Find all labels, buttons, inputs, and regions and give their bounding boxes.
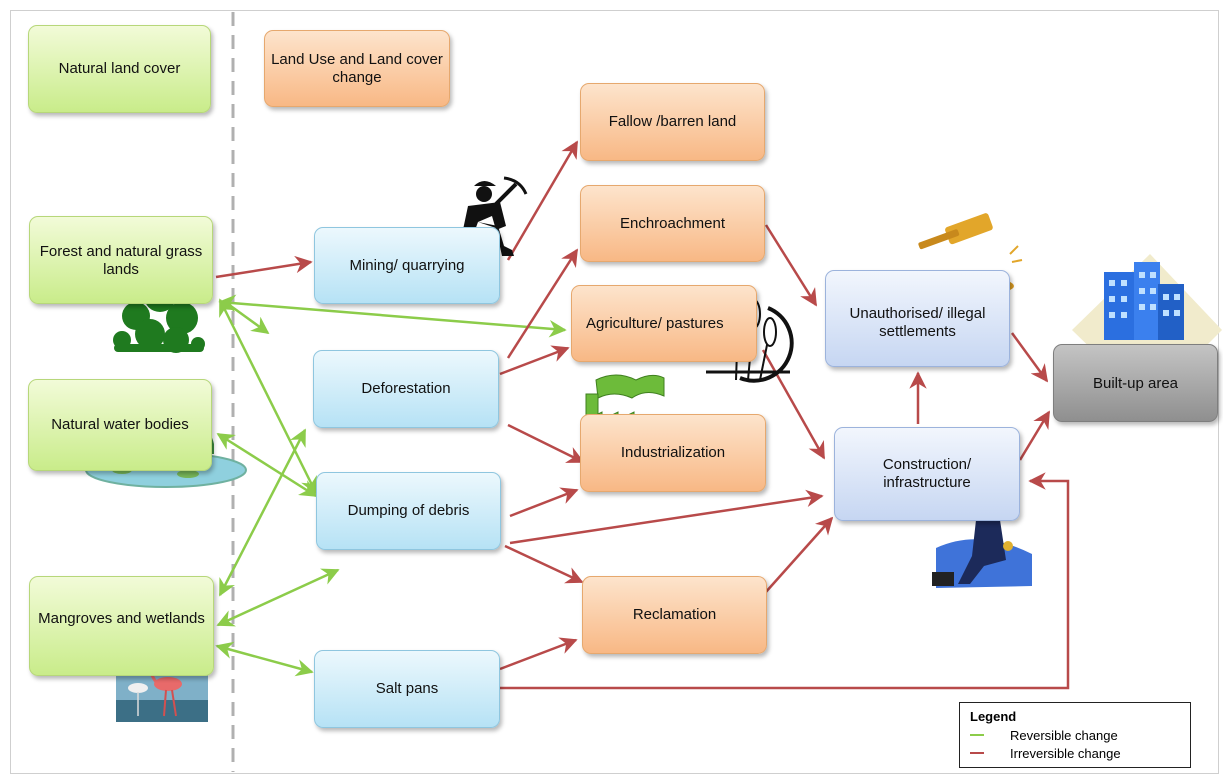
- arrow-forest-mining: [215, 255, 313, 279]
- box-water-bodies: Natural water bodies: [28, 379, 212, 471]
- arrow-agriculture-construction: [761, 349, 826, 460]
- box-construction: Construction/ infrastructure: [834, 427, 1020, 521]
- arrow-reclamation-construction: [764, 516, 834, 594]
- arrow-construction-builtup: [1018, 410, 1051, 461]
- box-industrialization: Industrialization: [580, 414, 766, 492]
- reversible-arrows: [215, 294, 567, 677]
- arrow-mangroves-saltpans: [215, 641, 314, 677]
- legend-label-irreversible: Irreversible change: [1010, 745, 1121, 761]
- arrow-saltpans-reclamation: [499, 637, 578, 671]
- legend-label-reversible: Reversible change: [1010, 727, 1118, 743]
- box-forest: Forest and natural grass lands: [29, 216, 213, 304]
- arrow-dumping-construction: [509, 489, 824, 545]
- arrow-deforestation-industrialization: [507, 423, 585, 464]
- arrow-dumping-reclamation: [504, 544, 584, 584]
- arrow-saltpans-construction: [500, 472, 1070, 690]
- arrow-unauthorised-builtup: [1010, 332, 1049, 383]
- box-deforestation: Deforestation: [313, 350, 499, 428]
- box-dumping: Dumping of debris: [316, 472, 501, 550]
- arrow-mangroves-deforestation: [218, 428, 307, 597]
- box-agriculture: Agriculture/ pastures: [571, 285, 757, 362]
- arrow-mining-fallow: [506, 140, 579, 261]
- irreversible-arrows: [215, 140, 1070, 690]
- box-built-up: Built-up area: [1053, 344, 1218, 422]
- legend-row-reversible: Reversible change: [970, 726, 1180, 744]
- legend-swatch-irreversible: [970, 752, 984, 754]
- arrow-deforestation-encroachment: [506, 248, 579, 359]
- box-encroachment: Enchroachment: [580, 185, 765, 262]
- arrow-encroachment-unauthorised: [764, 224, 818, 307]
- box-unauthorised: Unauthorised/ illegal settlements: [825, 270, 1010, 367]
- worker-icon: [932, 502, 1032, 588]
- arrow-forest-agriculture: [218, 294, 567, 338]
- box-mangroves: Mangroves and wetlands: [29, 576, 214, 676]
- arrow-deforestation-agriculture: [499, 345, 570, 376]
- diagram-frame: [10, 10, 1219, 774]
- legend: Legend Reversible change Irreversible ch…: [959, 702, 1191, 768]
- arrow-mangroves-dumping: [216, 568, 340, 627]
- box-natural-land-cover: Natural land cover: [28, 25, 211, 113]
- legend-row-irreversible: Irreversible change: [970, 744, 1180, 762]
- box-reclamation: Reclamation: [582, 576, 767, 654]
- box-salt-pans: Salt pans: [314, 650, 500, 728]
- box-land-use-change: Land Use and Land cover change: [264, 30, 450, 107]
- box-mining: Mining/ quarrying: [314, 227, 500, 304]
- legend-title: Legend: [970, 709, 1017, 724]
- arrow-dumping-industrialization: [509, 487, 579, 518]
- legend-swatch-reversible: [970, 734, 984, 736]
- box-fallow: Fallow /barren land: [580, 83, 765, 161]
